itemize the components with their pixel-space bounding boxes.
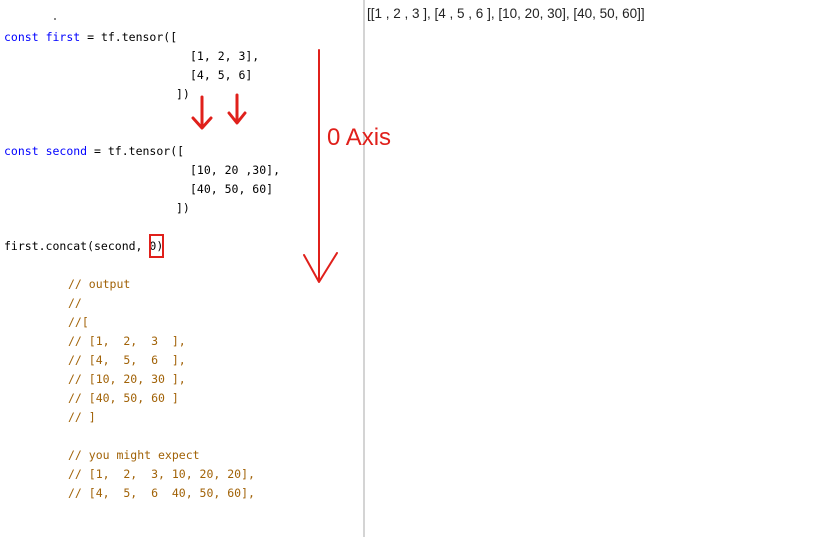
axis-annotation-label: 0 Axis bbox=[327, 124, 392, 151]
editor-marker bbox=[54, 18, 56, 20]
comment-line: // ] bbox=[68, 410, 96, 424]
concat-call: first.concat(second, bbox=[4, 239, 150, 253]
axis-arg-highlight-box bbox=[149, 234, 164, 258]
code-line-concat: first.concat(second, 0) bbox=[4, 239, 163, 253]
code-line-7: [40, 50, 60] bbox=[190, 182, 274, 196]
comment-line: // [1, 2, 3, 10, 20, 20], bbox=[68, 467, 255, 481]
code-text: = tf.tensor([ bbox=[80, 30, 178, 44]
comment-line: // you might expect bbox=[68, 448, 200, 462]
identifier-second: second bbox=[45, 144, 88, 158]
keyword-const: const bbox=[4, 30, 39, 44]
concat-axis-arg: 0 bbox=[149, 239, 157, 253]
concat-close: ) bbox=[156, 239, 164, 253]
identifier-first: first bbox=[45, 30, 81, 44]
code-line-8: ]) bbox=[176, 201, 190, 215]
comment-line: // [1, 2, 3 ], bbox=[68, 334, 186, 348]
comment-line: // [4, 5, 6 40, 50, 60], bbox=[68, 486, 255, 500]
code-line-6: [10, 20 ,30], bbox=[190, 163, 281, 177]
pane-divider[interactable] bbox=[363, 0, 365, 537]
comment-line: // [4, 5, 6 ], bbox=[68, 353, 186, 367]
code-editor[interactable]: const first = tf.tensor([ [1, 2, 3], [4,… bbox=[0, 0, 363, 537]
keyword-const: const bbox=[4, 144, 39, 158]
code-line-4: ]) bbox=[176, 87, 190, 101]
code-line-5: const second = tf.tensor([ bbox=[4, 144, 184, 158]
comment-line: // bbox=[68, 296, 82, 310]
code-line-2: [1, 2, 3], bbox=[190, 49, 260, 63]
code-line-1: const first = tf.tensor([ bbox=[4, 30, 177, 44]
comment-line: // [10, 20, 30 ], bbox=[68, 372, 186, 386]
comment-line: // output bbox=[68, 277, 131, 291]
code-line-3: [4, 5, 6] bbox=[190, 68, 253, 82]
comment-line: //[ bbox=[68, 315, 89, 329]
code-text: = tf.tensor([ bbox=[87, 144, 185, 158]
console-output: [[1 , 2 , 3 ], [4 , 5 , 6 ], [10, 20, 30… bbox=[367, 6, 645, 21]
comment-line: // [40, 50, 60 ] bbox=[68, 391, 179, 405]
